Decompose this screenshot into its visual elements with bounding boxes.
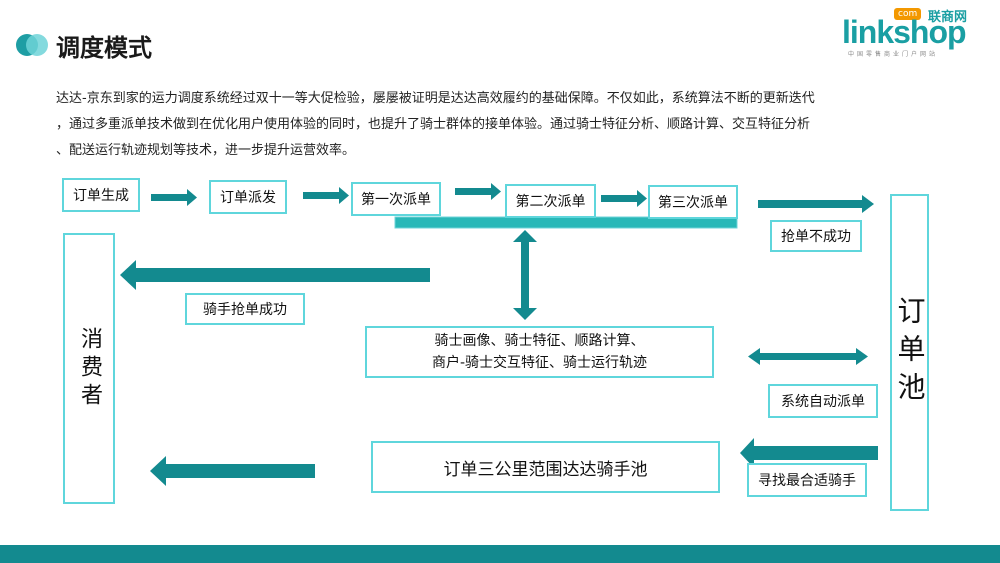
box-order-pool: 订单池	[890, 194, 929, 511]
arrow-create-to-dispatch	[151, 189, 197, 206]
logo-cn-name: 联商网	[928, 10, 968, 25]
box-rider-grab-success: 骑手抢单成功	[185, 293, 305, 325]
arrow-bar-to-features	[513, 230, 537, 320]
box-order-create: 订单生成	[62, 178, 140, 212]
logo-wordmark: linkshop	[842, 14, 967, 50]
intro-line-3: 、配送运行轨迹规划等技术，进一步提升运营效率。	[56, 143, 356, 158]
box-order-dispatch: 订单派发	[209, 180, 287, 214]
features-line-2: 商户-骑士交互特征、骑士运行轨迹	[431, 355, 648, 371]
intro-line-2: ，通过多重派单技术做到在优化用户使用体验的同时，也提升了骑士群体的接单体验。通过…	[56, 117, 811, 132]
intro-line-1: 达达-京东到家的运力调度系统经过双十一等大促检验，屡屡被证明是达达高效履约的基础…	[56, 91, 815, 106]
arrow-second-to-third	[601, 190, 647, 207]
arrow-rider-pool-to-consumer	[150, 456, 315, 486]
title-bullet-icon	[16, 34, 48, 56]
arrow-auto-dispatch	[748, 348, 868, 365]
box-find-rider: 寻找最合适骑手	[747, 463, 867, 497]
box-rider-features: 骑士画像、骑士特征、顺路计算、 商户-骑士交互特征、骑士运行轨迹	[365, 326, 714, 378]
box-grab-failed: 抢单不成功	[770, 220, 862, 252]
features-line-1: 骑士画像、骑士特征、顺路计算、	[434, 333, 645, 349]
intro-paragraph: 达达-京东到家的运力调度系统经过双十一等大促检验，屡屡被证明是达达高效履约的基础…	[56, 86, 936, 164]
logo-badge: com	[894, 8, 922, 20]
box-consumer: 消费者	[63, 233, 115, 504]
box-first-dispatch: 第一次派单	[351, 182, 441, 216]
logo-tagline: 中国零售商业门户网站	[848, 51, 939, 58]
arrow-pool-to-rider-pool	[740, 438, 878, 468]
arrow-success-to-consumer	[120, 260, 430, 290]
box-rider-pool: 订单三公里范围达达骑手池	[371, 441, 720, 493]
arrow-first-to-second	[455, 183, 501, 200]
footer-bar	[0, 545, 1000, 563]
arrow-third-to-pool	[758, 195, 874, 213]
arrow-dispatch-to-first	[303, 187, 349, 204]
box-third-dispatch: 第三次派单	[648, 185, 738, 219]
linkshop-logo: com 联商网 linkshop 中国零售商业门户网站	[842, 6, 992, 58]
box-auto-dispatch: 系统自动派单	[768, 384, 878, 418]
page-title: 调度模式	[56, 34, 152, 62]
box-second-dispatch: 第二次派单	[505, 184, 596, 218]
